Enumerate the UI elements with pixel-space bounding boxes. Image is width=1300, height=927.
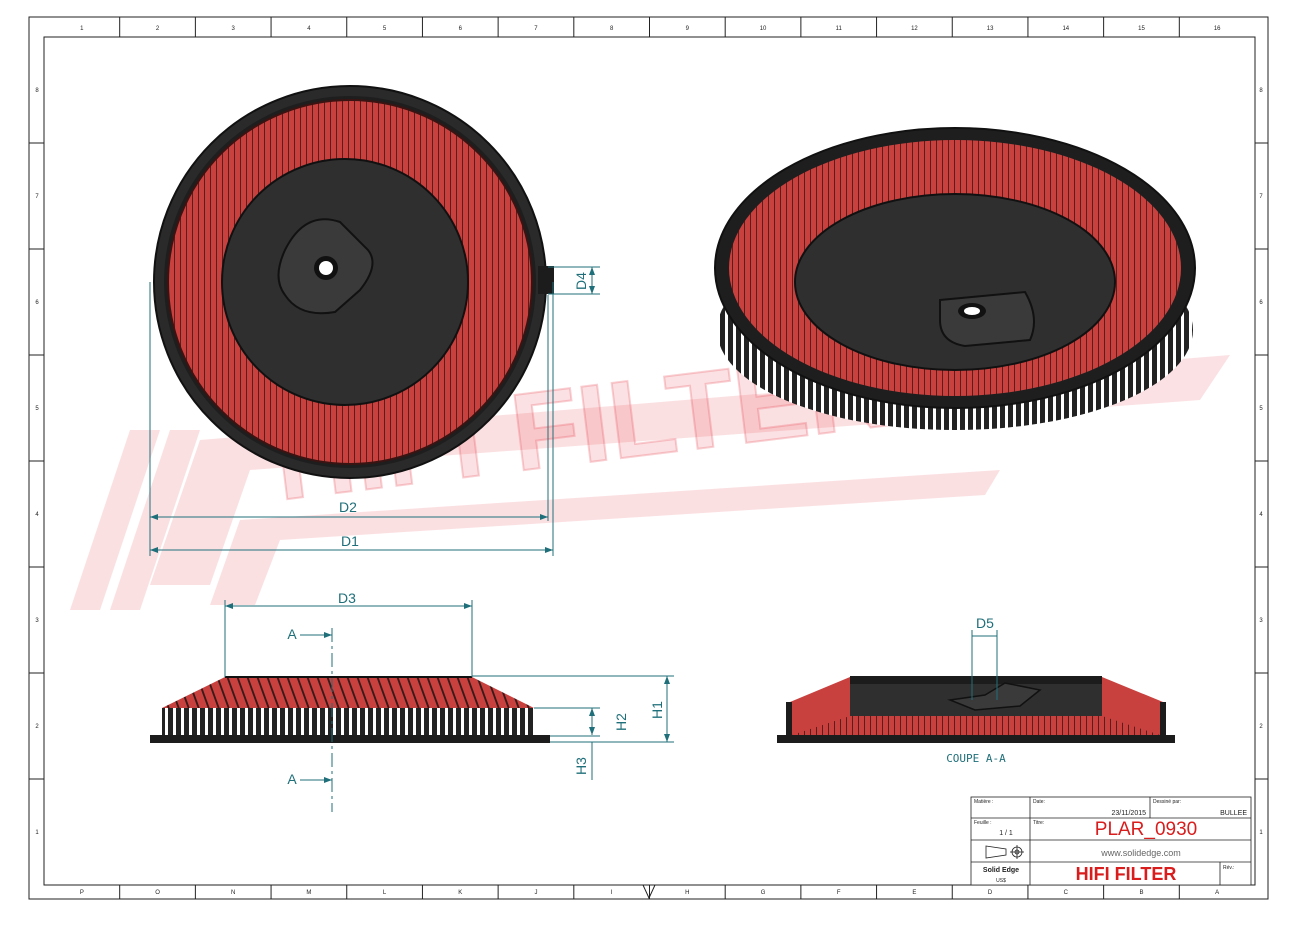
tb-date-value: 23/11/2015 [1111,810,1146,817]
dimension-d5: D5 [976,615,994,631]
dimension-h1: H1 [649,701,665,719]
tb-part-number: PLAR_0930 [1095,819,1197,840]
border-ref-right: 6 [1259,300,1263,306]
tb-sheet-label: Feuille : [974,820,992,826]
border-ref-top: 15 [1138,26,1145,32]
border-ref-left: 3 [35,618,39,624]
filter-top-view [153,85,554,479]
tb-software: Solid Edge [983,867,1019,874]
border-ref-top: 13 [987,26,994,32]
border-ref-right: 7 [1259,194,1263,200]
filter-section-view [777,676,1175,743]
tb-sheet-value: 1 / 1 [999,830,1013,837]
border-ref-bottom: A [1215,890,1219,896]
isometric-mounting-boss [939,290,1035,348]
tb-drawn-by-value: BULLEE [1220,810,1247,817]
tb-website: www.solidedge.com [1100,848,1181,858]
projection-symbol-icon [985,845,1024,859]
border-ref-left: 8 [35,88,39,94]
border-ref-top: 8 [610,26,614,32]
cut-arrow-bottom [324,777,332,783]
border-ref-bottom: D [988,890,993,896]
border-ref-right: 8 [1259,88,1263,94]
border-ref-left: 4 [35,512,39,518]
border-ref-top: 11 [836,26,843,32]
border-ref-top: 5 [383,26,387,32]
border-ref-right: 5 [1259,406,1263,412]
border-ref-right: 2 [1259,724,1263,730]
filter-isometric-view [714,127,1196,430]
border-grid-ticks [29,17,1268,899]
dimension-lines [149,266,998,780]
tb-date-label: Date: [1033,799,1045,805]
border-ref-bottom: I [611,890,613,896]
dimension-d4: D4 [573,272,589,290]
cut-arrow-top [324,632,332,638]
dimension-d3: D3 [338,590,356,606]
cut-label-top: A [287,626,297,642]
mounting-boss [277,218,374,315]
border-ref-bottom: M [306,890,311,896]
border-ref-top: 9 [686,26,690,32]
border-ref-bottom: L [383,890,387,896]
border-ref-bottom: B [1139,890,1143,896]
border-ref-top: 7 [534,26,538,32]
outer-border [28,16,1269,900]
border-ref-bottom: K [458,890,462,896]
border-ref-bottom: H [685,890,689,896]
border-ref-left: 6 [35,300,39,306]
border-ref-bottom: C [1064,890,1069,896]
section-caption: COUPE A-A [946,752,1006,765]
border-ref-top: 12 [911,26,918,32]
tb-units: US$ [996,878,1006,884]
border-ref-left: 2 [35,724,39,730]
tb-company: HIFI FILTER [1076,864,1177,884]
border-ref-bottom: N [231,890,235,896]
dimension-h2: H2 [613,713,629,731]
tb-drawn-by-label: Dessiné par: [1153,799,1181,805]
border-ref-bottom: J [534,890,537,896]
title-block [970,796,1252,886]
border-ref-top: 10 [760,26,767,32]
border-ref-bottom: G [761,890,766,896]
border-ref-right: 4 [1259,512,1263,518]
tb-material-label: Matière : [974,799,993,805]
tb-revision-label: Rév.: [1223,865,1234,871]
border-ref-top: 16 [1214,26,1221,32]
border-ref-bottom: E [912,890,916,896]
cut-label-bottom: A [287,771,297,787]
dimension-d2: D2 [339,499,357,515]
border-ref-left: 5 [35,406,39,412]
centre-marker-icon [642,884,656,900]
dimension-h3: H3 [573,757,589,775]
border-ref-top: 14 [1062,26,1069,32]
border-ref-top: 1 [80,26,84,32]
border-ref-bottom: P [80,890,84,896]
filter-side-elevation [150,676,550,743]
border-ref-bottom: F [837,890,841,896]
border-ref-right: 1 [1259,830,1263,836]
dimension-d1: D1 [341,533,359,549]
border-ref-right: 3 [1259,618,1263,624]
border-ref-top: 6 [459,26,463,32]
dimension-arrowheads [150,267,670,742]
border-ref-top: 3 [232,26,236,32]
border-ref-top: 2 [156,26,160,32]
border-ref-left: 7 [35,194,39,200]
border-ref-top: 4 [307,26,311,32]
border-ref-bottom: O [155,890,160,896]
border-ref-left: 1 [35,830,39,836]
tb-title-label: Titre: [1033,820,1044,826]
